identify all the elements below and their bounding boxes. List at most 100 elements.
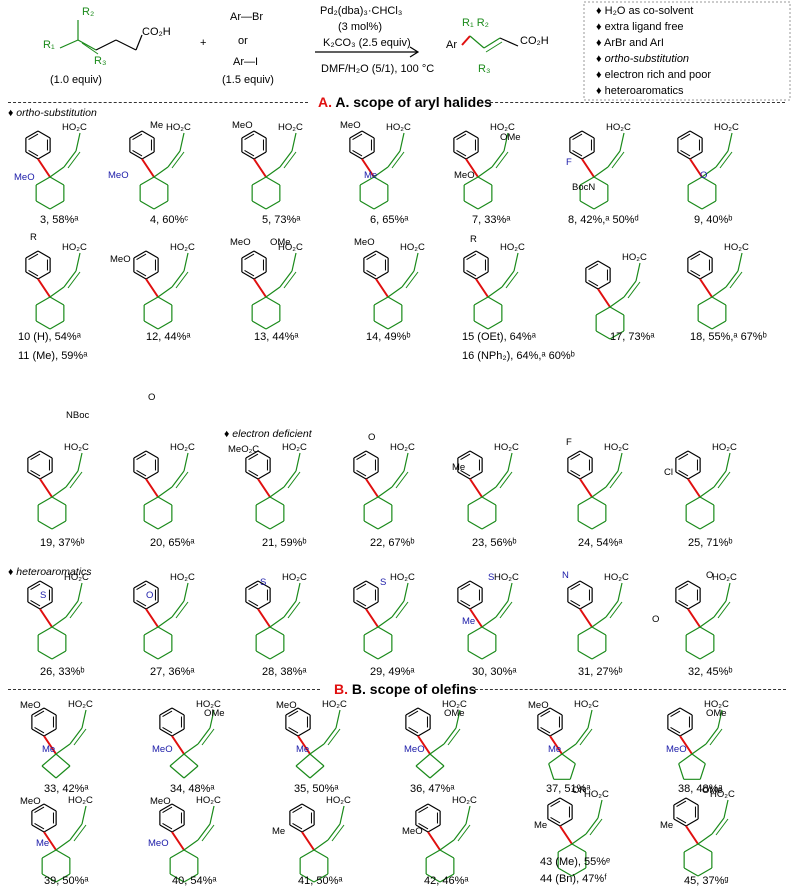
cyclohexane-ring — [701, 200, 717, 210]
substituent-label: OMe — [500, 132, 521, 143]
chain-bond — [51, 486, 67, 498]
chain-bond — [269, 616, 285, 628]
alkene-bond — [627, 281, 641, 299]
double-bond — [570, 600, 581, 607]
double-bond — [288, 710, 299, 717]
double-bond — [690, 270, 701, 277]
benzene-ring — [349, 130, 363, 139]
chain-bond — [183, 743, 199, 755]
compound-label: 17, 73%ᵃ — [610, 331, 655, 343]
benzene-ring — [353, 580, 367, 589]
double-bond — [244, 133, 255, 140]
new-cc-bond — [365, 478, 379, 498]
substituent-label: Me — [548, 744, 561, 755]
new-cc-bond — [257, 478, 271, 498]
compound-label: 31, 27%ᵇ — [578, 666, 623, 678]
carboxyl-label: HO₂C — [282, 572, 307, 583]
cyclohexane-ring — [577, 496, 593, 506]
benzene-ring — [159, 728, 173, 737]
alkene-bond — [69, 823, 83, 841]
benzene-ring — [145, 580, 159, 589]
benzene-ring — [365, 580, 379, 589]
double-bond — [30, 600, 41, 607]
compound-label: 37, 51%ᵃ — [546, 783, 591, 795]
cyclohexane-ring — [363, 496, 379, 506]
double-bond — [460, 600, 471, 607]
cyclohexane-ring — [35, 200, 51, 210]
carboxyl-label: HO₂C — [584, 789, 609, 800]
substituent-label: F — [566, 437, 572, 448]
alkene-bond — [67, 271, 81, 289]
benzene-ring — [285, 707, 299, 716]
cyclohexane-ring — [377, 496, 393, 506]
alkene-bond — [171, 600, 185, 618]
cyclohexane-ring — [157, 626, 173, 636]
alkene-bond — [283, 151, 297, 169]
benzene-ring — [675, 601, 689, 610]
benzene-ring — [241, 250, 255, 259]
benzene-ring — [415, 824, 429, 833]
substituent-label: Cl — [664, 467, 673, 478]
chain-bond — [699, 616, 715, 628]
cyclohexane-ring — [571, 867, 587, 877]
double-bond — [678, 453, 689, 460]
substituent-label: Me — [42, 744, 55, 755]
compound-label: 19, 37%ᵇ — [40, 537, 85, 549]
double-bond — [540, 710, 551, 717]
benzene-ring — [353, 471, 367, 480]
compound-label: 12, 44%ᵃ — [146, 331, 191, 343]
cyclohexane-ring — [439, 873, 455, 883]
alkene-bond — [327, 823, 341, 841]
benzene-ring — [39, 471, 53, 480]
double-bond — [28, 133, 39, 140]
cyclobutane-ring — [309, 765, 325, 779]
chain-bond — [377, 486, 393, 498]
reactant1-r3: R₃ — [94, 55, 107, 67]
benzene-ring — [145, 601, 159, 610]
cyclobutane-ring — [183, 765, 199, 779]
alkene-bond — [171, 151, 185, 169]
chain-bond — [513, 252, 519, 272]
cyclohexane-ring — [153, 200, 169, 210]
cyclohexane-ring — [51, 626, 67, 636]
benzene-ring — [465, 130, 479, 139]
cyclohexane-ring — [387, 320, 403, 330]
substituent-label: Me — [660, 820, 673, 831]
benzene-ring — [687, 601, 701, 610]
benzene-ring — [675, 471, 689, 480]
substituent-label: MeO — [276, 700, 297, 711]
cyclohexane-ring — [477, 200, 493, 210]
benzene-ring — [257, 450, 271, 459]
double-bond — [34, 710, 45, 717]
benzene-ring — [579, 450, 593, 459]
cyclohexane-ring — [363, 520, 379, 530]
double-bond — [352, 133, 363, 140]
carboxyl-label: HO₂C — [710, 789, 735, 800]
cyclohexane-ring — [373, 176, 389, 186]
double-bond — [162, 806, 173, 813]
chain-bond — [295, 452, 301, 472]
chain-bond — [717, 709, 723, 729]
cyclohexane-ring — [251, 176, 267, 186]
cyclohexane-ring — [377, 520, 393, 530]
compound-label: 16 (NPh₂), 64%,ᵃ 60%ᵇ — [462, 350, 575, 362]
substituent-label: R — [30, 232, 37, 243]
cyclohexane-ring — [577, 626, 593, 636]
chain-bond — [591, 616, 607, 628]
benzene-ring — [457, 450, 471, 459]
benzene-ring — [687, 450, 701, 459]
benzene-ring — [469, 601, 483, 610]
benzene-ring — [469, 471, 483, 480]
features-box — [583, 1, 791, 101]
plus-sign: + — [200, 37, 207, 49]
cyclohexane-ring — [363, 650, 379, 660]
benzene-ring — [145, 250, 159, 259]
subheading-deficient: ♦ electron deficient — [224, 428, 312, 440]
substituent-label: MeO — [340, 120, 361, 131]
alkene-bond — [59, 39, 79, 49]
benzene-ring — [289, 824, 303, 833]
double-bond — [678, 600, 689, 607]
benzene-ring — [427, 824, 441, 833]
new-cc-bond — [145, 608, 159, 628]
